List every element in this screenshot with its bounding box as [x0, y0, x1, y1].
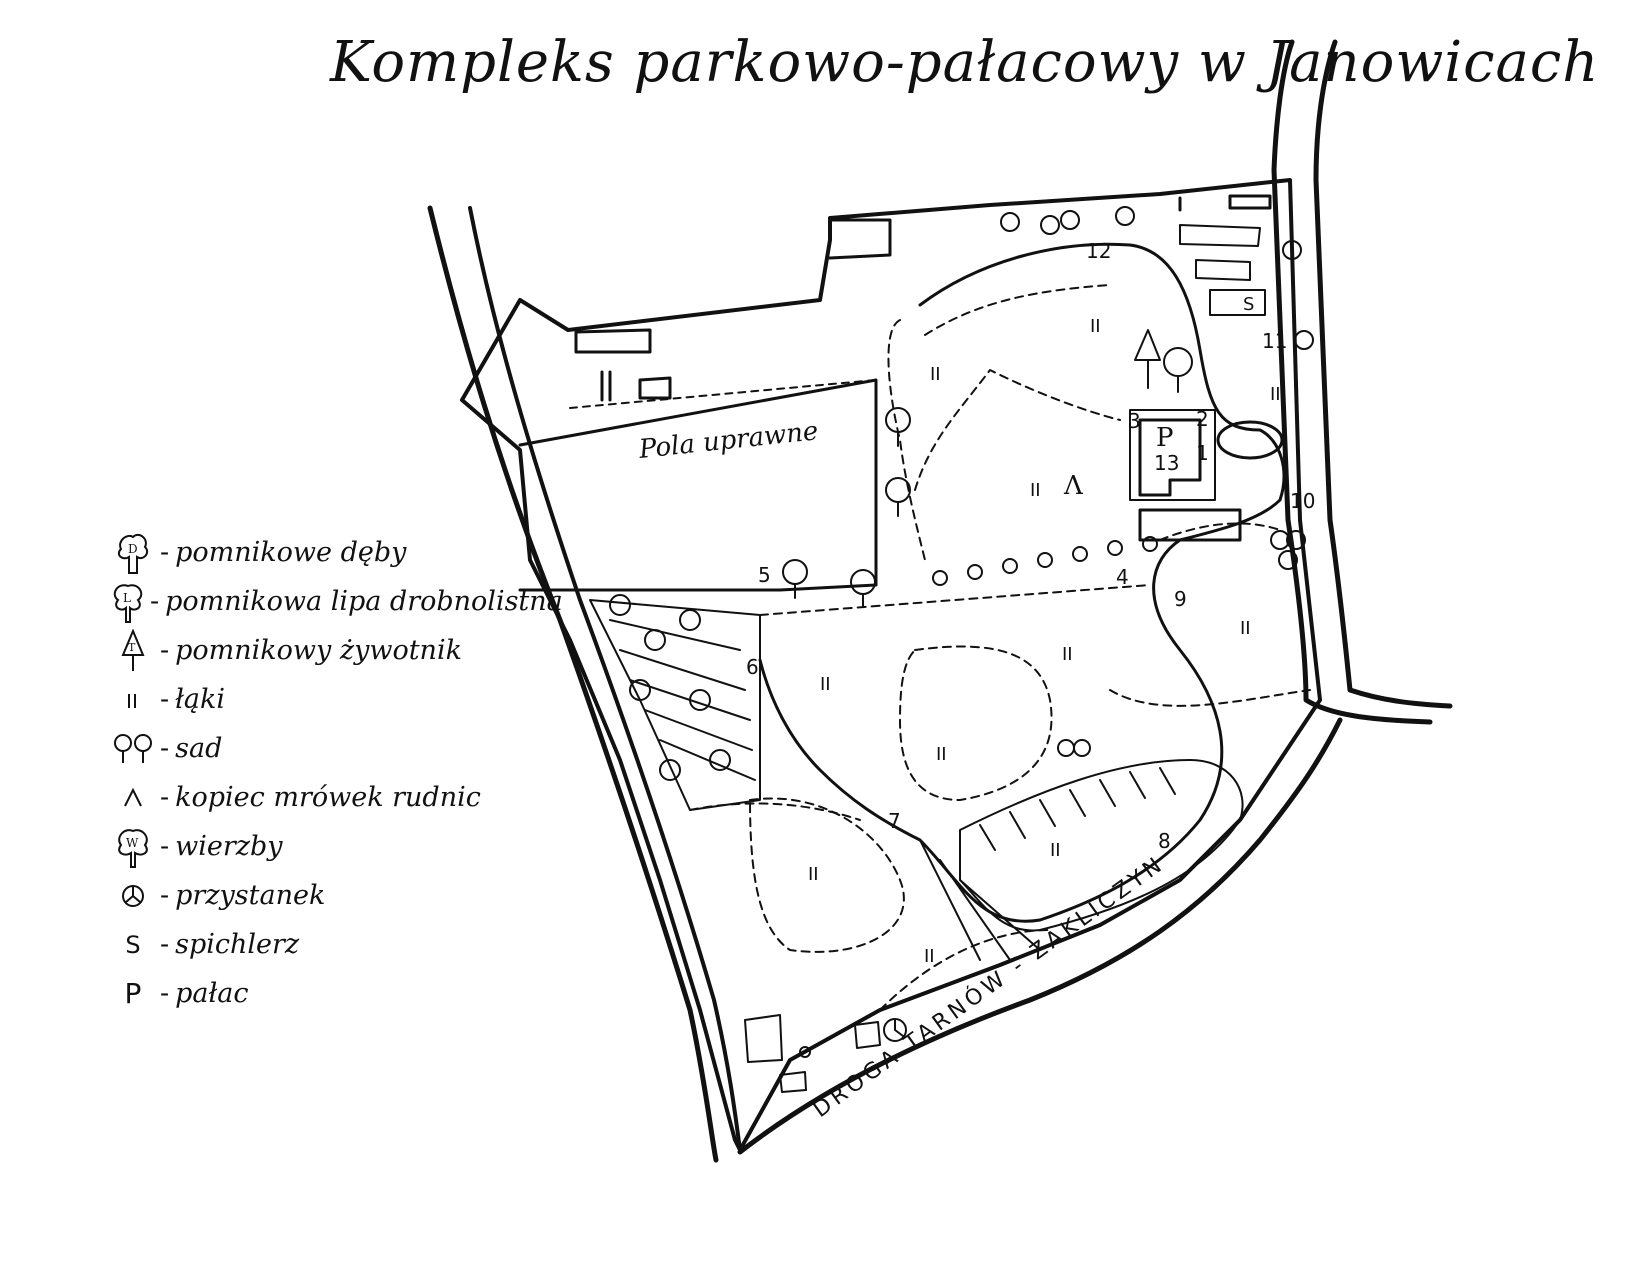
main-path: [758, 242, 1286, 923]
svg-text:6: 6: [746, 655, 759, 679]
south-road: [737, 717, 1343, 1155]
bus-stop-icon: [108, 873, 158, 919]
svg-text:II: II: [820, 674, 831, 695]
dashed-path-center: [759, 584, 1151, 801]
legend-item-meadow: - łąki: [108, 675, 548, 724]
bus-stop-marker: [883, 1018, 907, 1042]
east-road-outer: [1271, 39, 1433, 725]
meadow-marks: II II II II II II II II II II II: [808, 316, 1281, 967]
svg-text:13: 13: [1154, 451, 1179, 475]
fields-label: Pola uprawne: [637, 416, 820, 465]
map-legend: D - pomnikowe dęby L - pomnikowa lipa dr…: [108, 528, 563, 1018]
palace-icon: P: [124, 977, 142, 1010]
tree-row-north: [1000, 206, 1135, 235]
svg-text:2: 2: [1196, 407, 1209, 431]
dashed-path-east: [1109, 522, 1311, 707]
fields-outline: [518, 378, 878, 592]
granary-icon: S: [125, 930, 141, 959]
point-numbers: 1 2 3 4 5 6 7 8 9 10 11 12 13: [746, 239, 1315, 853]
dashed-path-south: [749, 797, 1051, 1011]
north-buildings: [828, 194, 1272, 260]
svg-text:10: 10: [1290, 489, 1315, 513]
svg-text:L: L: [123, 591, 131, 605]
svg-text:W: W: [126, 836, 139, 850]
legend-item-palace: P - pałac: [108, 969, 548, 1018]
monument-trees: [782, 240, 1314, 607]
anthill-mark: Λ: [1063, 471, 1084, 501]
legend-item-bus-stop: - przystanek: [108, 871, 548, 920]
legend-item-linden: L - pomnikowa lipa drobnolistna: [108, 577, 563, 626]
linden-icon: L: [108, 579, 148, 625]
svg-text:3: 3: [1128, 409, 1141, 433]
svg-text:II: II: [1050, 840, 1061, 861]
legend-item-orchard: - sad: [108, 724, 548, 773]
willow-icon: W: [108, 824, 158, 870]
orchard-icon: [108, 726, 158, 772]
dashed-path-north: [887, 284, 1111, 561]
granary-building: [1179, 224, 1266, 316]
svg-text:4: 4: [1116, 565, 1129, 589]
park-boundary: [460, 178, 1322, 1152]
svg-text:9: 9: [1174, 587, 1187, 611]
oak-icon: D: [108, 530, 158, 576]
orchard-trees: [1057, 530, 1306, 757]
anthill-icon: [108, 775, 158, 821]
svg-text:II: II: [924, 946, 935, 967]
orchard-area-west: [589, 594, 761, 811]
palace-mark: P: [1156, 423, 1174, 453]
svg-text:II: II: [1030, 480, 1041, 501]
svg-text:8: 8: [1158, 829, 1171, 853]
road-label: DROGA TARNÓW - ZAKLICZYN: [808, 850, 1169, 1122]
dashed-path-diagonal: [914, 369, 1121, 491]
west-road-inner: [468, 206, 742, 1152]
svg-text:12: 12: [1086, 239, 1111, 263]
legend-item-granary: S - spichlerz: [108, 920, 548, 969]
svg-text:II: II: [1270, 384, 1281, 405]
granary-mark: S: [1243, 294, 1254, 315]
svg-text:II: II: [930, 364, 941, 385]
svg-text:II: II: [1090, 316, 1101, 337]
legend-item-oak: D - pomnikowe dęby: [108, 528, 548, 577]
legend-item-willow: W - wierzby: [108, 822, 548, 871]
svg-text:II: II: [808, 864, 819, 885]
svg-text:II: II: [1240, 618, 1251, 639]
svg-text:T: T: [128, 641, 136, 654]
meadow-icon: [108, 677, 158, 723]
svg-text:7: 7: [888, 809, 901, 833]
svg-text:II: II: [936, 744, 947, 765]
svg-text:D: D: [128, 542, 138, 556]
fields-plot: [574, 328, 672, 402]
svg-text:5: 5: [758, 563, 771, 587]
thuja-icon: T: [108, 628, 158, 674]
fields-dashed-line: [569, 379, 877, 409]
palace-building: [1129, 409, 1284, 542]
bottom-buildings: [744, 1014, 881, 1093]
svg-text:1: 1: [1196, 441, 1209, 465]
east-road-inner: [1313, 39, 1453, 709]
legend-item-thuja: T - pomnikowy żywotnik: [108, 626, 548, 675]
legend-item-anthill: - kopiec mrówek rudnic: [108, 773, 548, 822]
svg-text:11: 11: [1262, 329, 1287, 353]
svg-text:II: II: [1062, 644, 1073, 665]
tree-row-center: [932, 536, 1158, 586]
southern-hatched-belt: [919, 759, 1244, 961]
